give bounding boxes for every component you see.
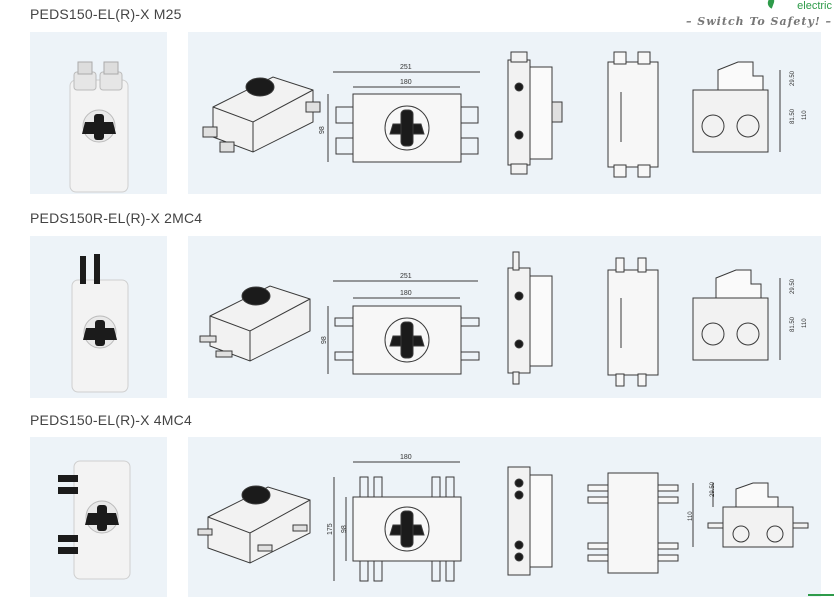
dim-side-c: 110 [802, 318, 808, 328]
brand-tagline: – Switch To Safety! – [685, 15, 832, 28]
isometric-view [197, 485, 311, 564]
back-view [587, 472, 679, 574]
product-photo-3 [30, 437, 167, 597]
switch-photo-4mc4 [58, 460, 131, 580]
technical-drawing-4mc4: 180 175 98 [197, 454, 809, 582]
corner-accent [808, 594, 834, 596]
product-photo-1 [30, 32, 167, 194]
dim-inner: 180 [400, 79, 412, 86]
dim-height: 98 [319, 126, 326, 134]
technical-drawing-m25: 251 180 98 [202, 51, 808, 178]
front-view: 251 180 98 [321, 273, 480, 375]
product-title-2: PEDS150R-EL(R)-X 2MC4 [30, 210, 203, 226]
back-view [607, 51, 659, 178]
dim-height: 98 [341, 525, 348, 533]
dim-inner: 180 [400, 290, 412, 297]
product-drawings-3: 180 175 98 [188, 437, 821, 597]
side-view [507, 466, 553, 576]
dim-width: 251 [400, 64, 412, 71]
isometric-view [199, 285, 311, 362]
dim-side-c: 110 [688, 511, 694, 521]
product-drawings-2: 251 180 98 [188, 236, 821, 398]
front-view: 251 180 98 [319, 64, 480, 163]
side-view [507, 251, 553, 385]
dim-height-outer: 175 [327, 523, 334, 535]
dim-width: 251 [400, 273, 412, 280]
side-view [507, 51, 563, 175]
dim-side-b: 81.50 [790, 316, 796, 332]
dim-side-c: 110 [802, 110, 808, 120]
brand-name: electric [797, 0, 832, 12]
dim-inner: 180 [400, 454, 412, 461]
dim-side-b: 81.50 [790, 108, 796, 124]
front-view: 180 175 98 [327, 454, 462, 582]
product-drawings-1: 251 180 98 [188, 32, 821, 194]
end-view: 29.50 81.50 110 [692, 61, 808, 153]
end-view: 29.50 81.50 110 [692, 269, 808, 361]
brand-leaf-icon [766, 0, 776, 9]
dim-side-a: 29.50 [710, 481, 716, 497]
isometric-view [202, 76, 321, 153]
switch-photo-2mc4 [71, 254, 129, 393]
dim-side-a: 29.50 [790, 70, 796, 86]
switch-photo-m25 [69, 61, 129, 193]
brand-header: electric – Switch To Safety! – [632, 0, 832, 34]
dim-height: 98 [321, 336, 328, 344]
product-photo-2 [30, 236, 167, 398]
dim-side-a: 29.50 [790, 278, 796, 294]
technical-drawing-2mc4: 251 180 98 [199, 251, 808, 387]
back-view [607, 257, 659, 387]
end-view: 29.50 110 [688, 481, 809, 548]
product-title-3: PEDS150-EL(R)-X 4MC4 [30, 412, 192, 428]
product-title-1: PEDS150-EL(R)-X M25 [30, 6, 182, 22]
